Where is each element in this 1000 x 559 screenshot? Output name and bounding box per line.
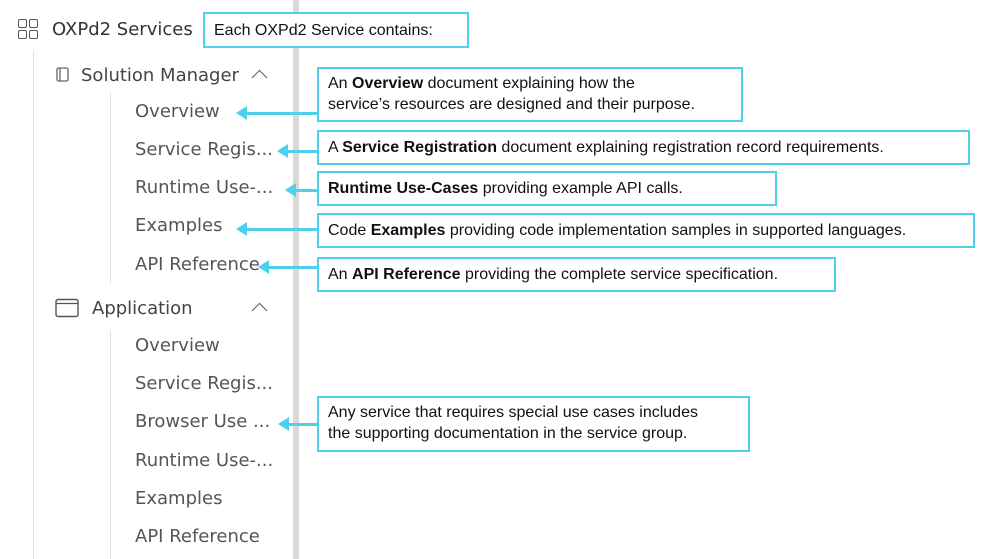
- window-icon: [55, 298, 79, 318]
- nav-item-overview[interactable]: Overview: [135, 101, 220, 122]
- nav-item-examples[interactable]: Examples: [135, 215, 223, 236]
- tree-guide-line: [110, 330, 111, 559]
- callout-service-registration: A Service Registration document explaini…: [317, 130, 970, 165]
- book-icon: [56, 67, 69, 82]
- callout-examples: Code Examples providing code implementat…: [317, 213, 975, 248]
- callout-special-use-cases: Any service that requires special use ca…: [317, 396, 750, 452]
- callout-text: document explaining registration record …: [496, 139, 884, 156]
- callout-header: Each OXPd2 Service contains:: [203, 12, 469, 48]
- callout-text: the supporting documentation in the serv…: [328, 425, 688, 442]
- callout-runtime-use-cases: Runtime Use-Cases providing example API …: [317, 171, 777, 206]
- pointer-arrow: [236, 106, 317, 120]
- nav-group-solution-manager[interactable]: Solution Manager: [56, 60, 239, 90]
- callout-bold-term: Service Registration: [342, 139, 497, 156]
- callout-text: providing example API calls.: [478, 180, 683, 197]
- sidebar-scrollbar[interactable]: [293, 0, 299, 559]
- nav-group-label: Application: [92, 297, 193, 319]
- callout-text: Any service that requires special use ca…: [328, 404, 698, 421]
- nav-root-label: OXPd2 Services: [52, 18, 193, 40]
- callout-bold-term: Runtime Use-Cases: [328, 180, 479, 197]
- tree-guide-line: [110, 92, 111, 284]
- callout-text: Each OXPd2 Service contains:: [214, 22, 433, 39]
- callout-text: An: [328, 266, 353, 283]
- tree-guide-line: [33, 50, 34, 559]
- nav-item-browser-use-cases[interactable]: Browser Use ...: [135, 411, 271, 432]
- callout-text: providing the complete service specifica…: [460, 266, 779, 283]
- nav-item-service-registration[interactable]: Service Regis...: [135, 139, 273, 160]
- nav-group-label: Solution Manager: [81, 64, 239, 86]
- nav-group-application[interactable]: Application: [55, 293, 193, 323]
- nav-item-examples[interactable]: Examples: [135, 488, 223, 509]
- callout-api-reference: An API Reference providing the complete …: [317, 257, 836, 292]
- nav-item-api-reference[interactable]: API Reference: [135, 254, 260, 275]
- pointer-arrow: [277, 144, 317, 158]
- nav-item-runtime-use-cases[interactable]: Runtime Use-...: [135, 177, 274, 198]
- nav-root-oxpd2-services[interactable]: OXPd2 Services: [18, 14, 193, 44]
- callout-bold-term: Examples: [370, 222, 446, 239]
- grid-icon: [18, 19, 38, 39]
- nav-item-overview[interactable]: Overview: [135, 335, 220, 356]
- callout-text: A: [328, 139, 343, 156]
- callout-text: document explaining how the: [423, 75, 635, 92]
- pointer-arrow: [258, 260, 317, 274]
- callout-text: Code: [328, 222, 371, 239]
- nav-item-service-registration[interactable]: Service Regis...: [135, 373, 273, 394]
- nav-item-api-reference[interactable]: API Reference: [135, 526, 260, 547]
- pointer-arrow: [236, 222, 317, 236]
- chevron-up-icon[interactable]: [251, 302, 268, 319]
- callout-bold-term: Overview: [352, 75, 424, 92]
- callout-text: providing code implementation samples in…: [445, 222, 907, 239]
- callout-overview: An Overview document explaining how the …: [317, 67, 743, 122]
- pointer-arrow: [278, 417, 317, 431]
- chevron-up-icon[interactable]: [251, 69, 268, 86]
- callout-text: An: [328, 75, 353, 92]
- pointer-arrow: [285, 183, 317, 197]
- nav-item-runtime-use-cases[interactable]: Runtime Use-...: [135, 450, 274, 471]
- callout-bold-term: API Reference: [352, 266, 461, 283]
- callout-text: service’s resources are designed and the…: [328, 96, 696, 113]
